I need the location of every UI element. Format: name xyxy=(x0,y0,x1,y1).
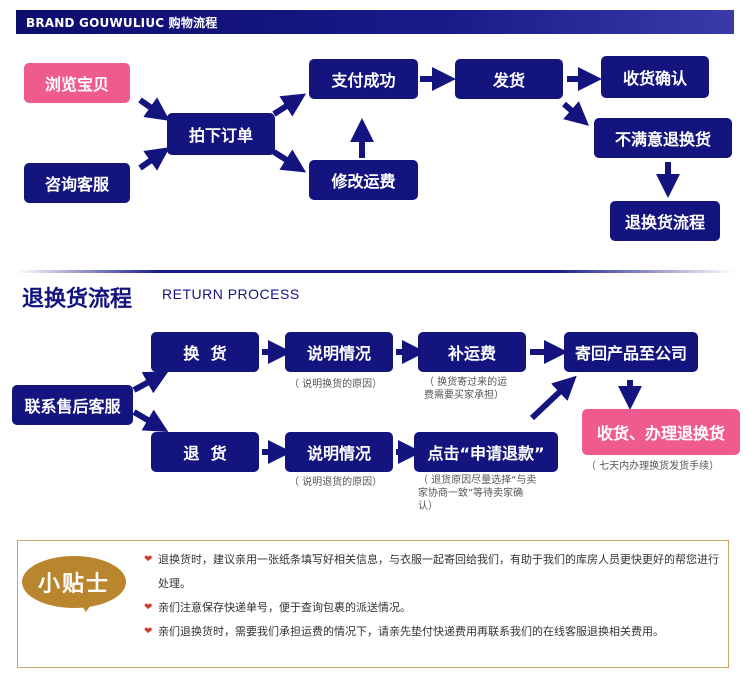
arrow-order-modify xyxy=(272,149,307,173)
tips-panel xyxy=(17,540,729,668)
note-apply-refund: （ 退货原因尽量选择“与卖 家协商一致”等待卖家确 认） xyxy=(418,475,537,512)
tip-item: ❤ 退换货时，建议亲用一张纸条填写好相关信息，与衣服一起寄回给我们，有助于我们的库… xyxy=(140,548,720,596)
note-receive: （ 七天内办理换货发货手续） xyxy=(586,461,720,472)
heart-icon: ❤ xyxy=(144,602,153,613)
header-title: BRAND GOUWULIUC 购物流程 xyxy=(26,16,218,30)
box-refund: 退 货 xyxy=(151,432,259,472)
heart-icon: ❤ xyxy=(144,554,153,565)
arrow-consult-order xyxy=(138,147,170,171)
tip-text: 亲们退换货时，需要我们承担运费的情况下，请亲先垫付快递费用再联系我们的在线客服退… xyxy=(158,625,664,638)
box-apply-refund: 点击“申请退款” xyxy=(414,432,558,472)
note-supplement: （ 换货寄过来的运 费需要买家承担） xyxy=(424,377,508,401)
arrow-contact-exchange xyxy=(132,371,169,394)
tips-list: ❤ 退换货时，建议亲用一张纸条填写好相关信息，与衣服一起寄回给我们，有助于我们的库… xyxy=(140,548,720,644)
box-explain-refund: 说明情况 xyxy=(285,432,393,472)
note-refund-reason: （ 说明退货的原因） xyxy=(289,477,383,488)
box-explain-exchange: 说明情况 xyxy=(285,332,393,372)
box-return-flow: 退换货流程 xyxy=(610,201,720,241)
section-title-cn: 退换货流程 xyxy=(22,287,133,312)
tip-item: ❤ 亲们注意保存快递单号，便于查询包裹的派送情况。 xyxy=(140,596,720,620)
tips-badge-tail xyxy=(78,600,94,612)
box-order: 拍下订单 xyxy=(167,113,275,155)
box-receive-process: 收货、办理退换货 xyxy=(582,409,740,455)
tips-badge: 小贴士 xyxy=(22,556,126,608)
box-confirm: 收货确认 xyxy=(601,56,709,98)
section-divider xyxy=(16,270,734,273)
box-consult: 咨询客服 xyxy=(24,163,130,203)
arrow-browse-order xyxy=(138,97,170,121)
box-send-back: 寄回产品至公司 xyxy=(564,332,698,372)
arrow-ship-unsatisfied xyxy=(562,101,590,126)
header-bar xyxy=(16,10,734,34)
box-browse: 浏览宝贝 xyxy=(24,63,130,103)
box-exchange: 换 货 xyxy=(151,332,259,372)
box-contact-service: 联系售后客服 xyxy=(12,385,133,425)
box-ship: 发货 xyxy=(455,59,563,99)
box-modify-fee: 修改运费 xyxy=(309,160,418,200)
arrow-order-pay xyxy=(272,93,307,117)
arrow-apply-sendback xyxy=(529,375,577,421)
box-pay: 支付成功 xyxy=(309,59,418,99)
heart-icon: ❤ xyxy=(144,626,153,637)
section-title-en: RETURN PROCESS xyxy=(162,286,300,302)
box-unsatisfied: 不满意退换货 xyxy=(594,118,732,158)
tip-item: ❤ 亲们退换货时，需要我们承担运费的情况下，请亲先垫付快递费用再联系我们的在线客服… xyxy=(140,620,720,644)
arrow-contact-refund xyxy=(132,409,169,433)
tip-text: 退换货时，建议亲用一张纸条填写好相关信息，与衣服一起寄回给我们，有助于我们的库房… xyxy=(158,553,719,590)
note-exchange-reason: （ 说明换货的原因） xyxy=(289,379,383,390)
tip-text: 亲们注意保存快递单号，便于查询包裹的派送情况。 xyxy=(158,601,411,614)
box-supplement-fee: 补运费 xyxy=(418,332,526,372)
